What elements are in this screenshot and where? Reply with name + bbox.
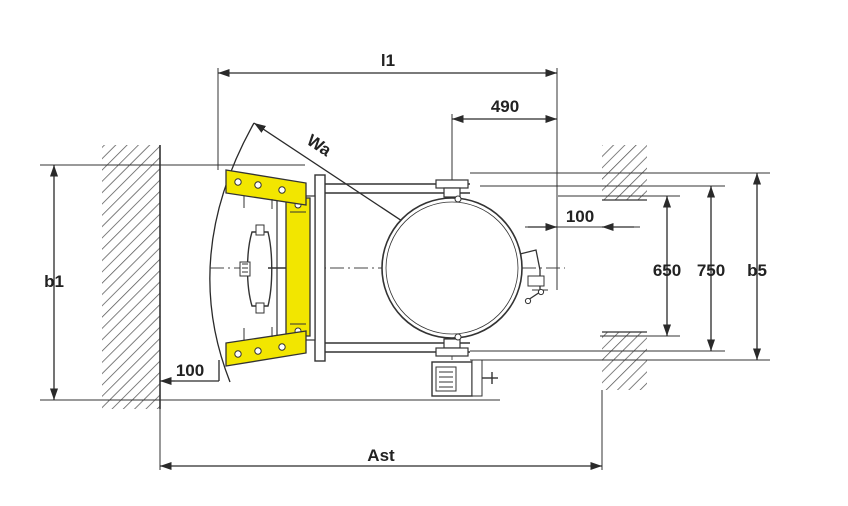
label-650: 650 [653, 261, 681, 280]
dimension-650: 650 [653, 196, 681, 336]
wall-bottom-right [602, 331, 647, 390]
label-b1: b1 [44, 272, 64, 291]
dimension-ast: Ast [160, 446, 602, 471]
dimension-l1: l1 [218, 51, 557, 78]
drum-clamp-top [435, 179, 469, 203]
label-750: 750 [697, 261, 725, 280]
label-l1: l1 [381, 51, 395, 70]
dimension-b1: b1 [44, 165, 64, 400]
stabilizer-arm-bottom [225, 327, 307, 367]
label-wa: Wa [303, 131, 335, 161]
wall-left [102, 145, 161, 409]
label-ast: Ast [367, 446, 395, 465]
extension-lines [40, 68, 770, 470]
dimension-100-right: 100 [528, 207, 634, 232]
drum-clamp-bottom [435, 333, 469, 357]
motor-unit [431, 359, 498, 397]
stabilizer-arm-top [225, 169, 307, 209]
dimension-750: 750 [697, 186, 725, 351]
dimension-490: 490 [452, 97, 557, 124]
tiller-handle [239, 224, 286, 314]
dimension-100-left: 100 [160, 360, 220, 386]
label-100-right: 100 [566, 207, 594, 226]
turning-radius-arc [209, 122, 255, 383]
dimension-b5: b5 [747, 173, 767, 360]
drum-clamp-front [519, 249, 548, 305]
drum-load [381, 197, 523, 339]
label-490: 490 [491, 97, 519, 116]
label-100-left: 100 [176, 361, 204, 380]
label-b5: b5 [747, 261, 767, 280]
